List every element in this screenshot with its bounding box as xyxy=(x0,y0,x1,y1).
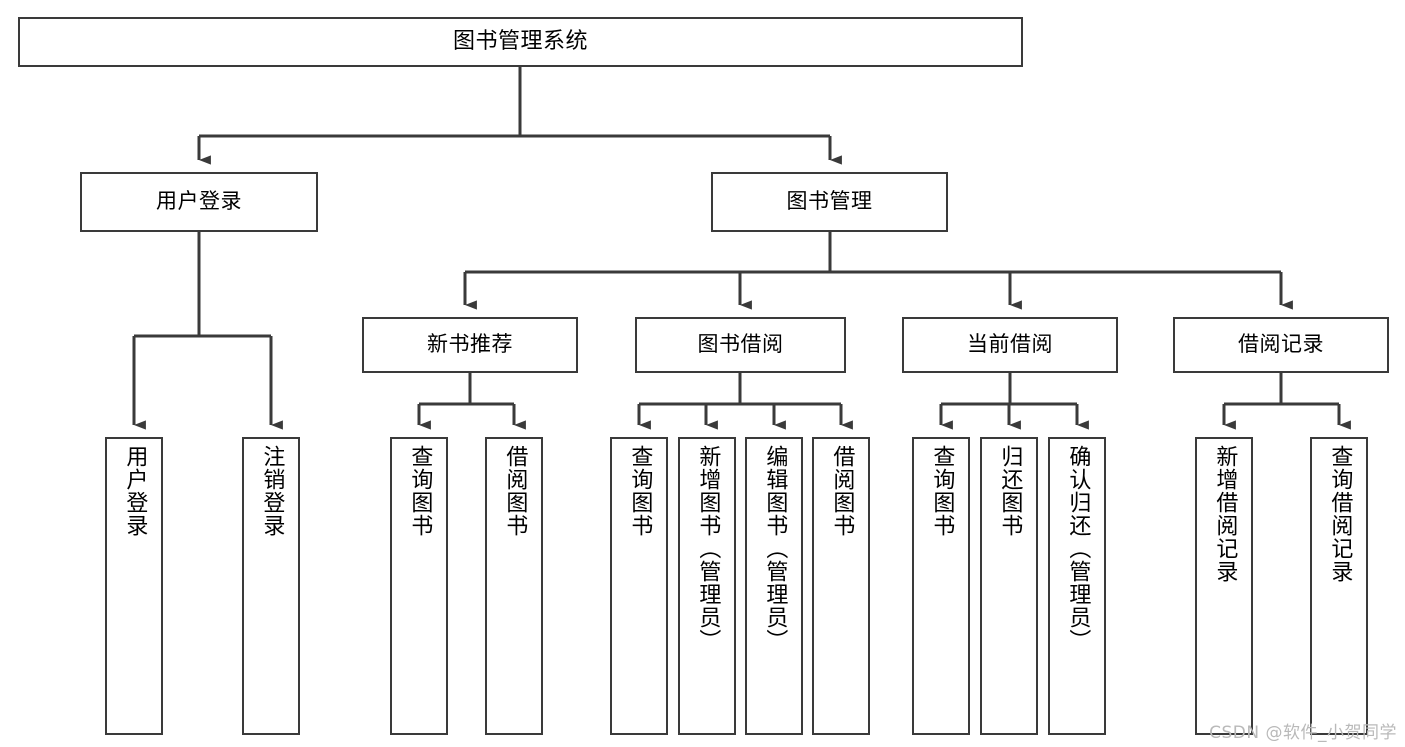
leaf-inner: 借阅图书 xyxy=(487,445,541,733)
leaf-label: 借阅图书 xyxy=(829,445,855,537)
node-current-borrow[interactable]: 当前借阅 xyxy=(902,317,1118,373)
leaf-inner: 编辑图书（管理员） xyxy=(747,445,801,733)
leaf-label: 查询借阅记录 xyxy=(1327,445,1353,583)
leaf-label: 新增图书（管理员） xyxy=(695,445,721,652)
leaf-edit-book[interactable]: 编辑图书（管理员） xyxy=(745,437,803,735)
leaf-inner: 归还图书 xyxy=(982,445,1036,733)
node-borrow-record[interactable]: 借阅记录 xyxy=(1173,317,1389,373)
node-label: 当前借阅 xyxy=(967,332,1053,357)
leaf-label: 查询图书 xyxy=(627,445,653,537)
leaf-confirm-return[interactable]: 确认归还（管理员） xyxy=(1048,437,1106,735)
leaf-label: 注销登录 xyxy=(259,445,285,537)
leaf-query-book-borrow[interactable]: 查询图书 xyxy=(610,437,668,735)
leaf-inner: 确认归还（管理员） xyxy=(1050,445,1104,733)
leaf-borrow-book[interactable]: 借阅图书 xyxy=(812,437,870,735)
leaf-label: 查询图书 xyxy=(407,445,433,537)
leaf-add-borrow-record[interactable]: 新增借阅记录 xyxy=(1195,437,1253,735)
leaf-user-login[interactable]: 用户登录 xyxy=(105,437,163,735)
leaf-inner: 查询借阅记录 xyxy=(1312,445,1366,733)
node-user-login[interactable]: 用户登录 xyxy=(80,172,318,232)
leaf-label: 归还图书 xyxy=(997,445,1023,537)
leaf-query-book-recommend[interactable]: 查询图书 xyxy=(390,437,448,735)
leaf-label: 确认归还（管理员） xyxy=(1065,445,1091,652)
leaf-inner: 查询图书 xyxy=(914,445,968,733)
node-label: 用户登录 xyxy=(156,189,242,214)
leaf-add-book[interactable]: 新增图书（管理员） xyxy=(678,437,736,735)
leaf-label: 查询图书 xyxy=(929,445,955,537)
node-label: 新书推荐 xyxy=(427,332,513,357)
leaf-inner: 注销登录 xyxy=(244,445,298,733)
node-book-manage[interactable]: 图书管理 xyxy=(711,172,948,232)
node-label: 图书借阅 xyxy=(697,332,784,357)
leaf-logout-login[interactable]: 注销登录 xyxy=(242,437,300,735)
node-root-system[interactable]: 图书管理系统 xyxy=(18,17,1023,67)
leaf-inner: 用户登录 xyxy=(107,445,161,733)
leaf-inner: 查询图书 xyxy=(392,445,446,733)
leaf-inner: 新增图书（管理员） xyxy=(680,445,734,733)
leaf-label: 编辑图书（管理员） xyxy=(762,445,788,652)
leaf-borrow-book-recommend[interactable]: 借阅图书 xyxy=(485,437,543,735)
node-label: 借阅记录 xyxy=(1238,332,1324,357)
leaf-inner: 借阅图书 xyxy=(814,445,868,733)
leaf-label: 用户登录 xyxy=(122,445,148,537)
leaf-query-book-current[interactable]: 查询图书 xyxy=(912,437,970,735)
node-book-borrow[interactable]: 图书借阅 xyxy=(635,317,846,373)
node-label: 图书管理 xyxy=(786,189,873,214)
leaf-label: 新增借阅记录 xyxy=(1212,445,1238,583)
leaf-label: 借阅图书 xyxy=(502,445,528,537)
leaf-query-borrow-record[interactable]: 查询借阅记录 xyxy=(1310,437,1368,735)
leaf-return-book[interactable]: 归还图书 xyxy=(980,437,1038,735)
node-label: 图书管理系统 xyxy=(452,28,588,54)
node-new-book-recommend[interactable]: 新书推荐 xyxy=(362,317,578,373)
leaf-inner: 新增借阅记录 xyxy=(1197,445,1251,733)
leaf-inner: 查询图书 xyxy=(612,445,666,733)
